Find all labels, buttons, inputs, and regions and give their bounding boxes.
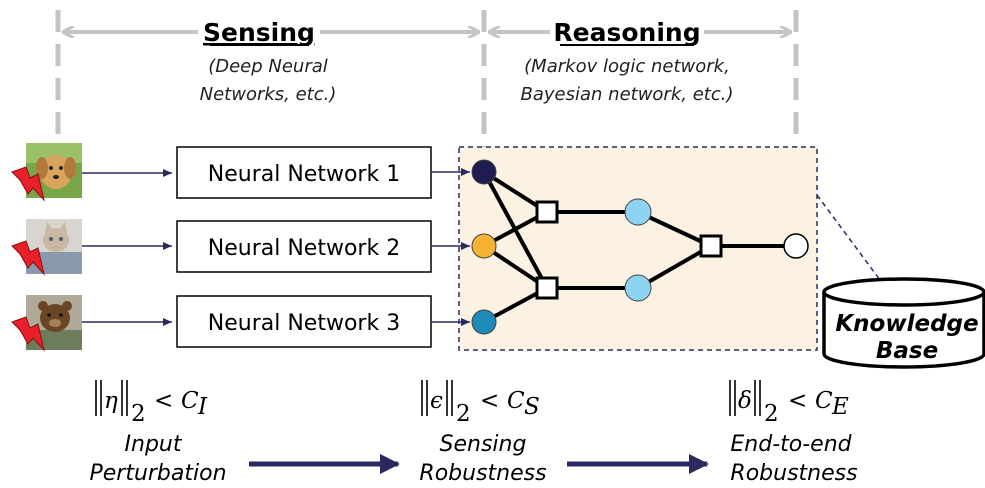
knowledge-base-cylinder: Knowledge Base	[822, 277, 985, 369]
sensing-header: Sensing	[203, 18, 315, 47]
sensing-norm-sub: 2	[456, 401, 471, 427]
e2e-less-than: <	[788, 388, 807, 414]
edge	[637, 244, 712, 290]
reasoning-subtitle-1: (Markov logic network,	[524, 56, 730, 77]
knowledge-base-label-1: Knowledge	[835, 311, 978, 337]
lightning-icon-3	[11, 316, 45, 352]
factor-node	[699, 234, 723, 258]
sensing-robustness-line2: Robustness	[419, 461, 546, 486]
variable-nodes	[471, 159, 809, 335]
e2e-norm-var: δ	[738, 388, 752, 414]
reasoning-header: Reasoning	[553, 18, 700, 47]
sensor-node-3	[471, 309, 497, 335]
sensor-node-1	[471, 159, 497, 185]
e2e-robustness-line2: Robustness	[730, 461, 857, 486]
input-perturbation-line2: Perturbation	[89, 461, 226, 486]
input-perturbation-line1: Input	[125, 432, 183, 457]
input-image-dog	[26, 143, 82, 198]
input-less-than: <	[154, 388, 173, 414]
factor-nodes	[535, 200, 723, 300]
neural-network-box-3: Neural Network 3	[176, 295, 432, 348]
input-norm-sub: 2	[131, 401, 146, 427]
hidden-node-2	[624, 274, 652, 302]
sensing-subtitle-1: (Deep Neural	[208, 56, 328, 77]
sensing-subtitle-2: Networks, etc.)	[200, 84, 337, 105]
lightning-icon-1	[11, 166, 45, 202]
hidden-node-1	[624, 198, 652, 226]
neural-network-label-2: Neural Network 2	[208, 236, 400, 261]
reasoning-panel	[458, 146, 818, 351]
neural-network-box-2: Neural Network 2	[176, 220, 432, 273]
knowledge-base-link	[816, 194, 881, 281]
lightning-icon-2	[11, 240, 45, 276]
input-norm-var: η	[104, 388, 118, 414]
neural-network-label-1: Neural Network 1	[208, 162, 400, 187]
sensing-const-sub: S	[524, 394, 540, 420]
e2e-const: C	[815, 388, 833, 414]
factor-node	[535, 276, 559, 300]
sensing-less-than: <	[480, 388, 499, 414]
sensing-bound-formula: ϵ 2 < C S	[421, 380, 540, 427]
network-to-node-arrows	[431, 168, 470, 326]
sensing-norm-var: ϵ	[430, 388, 443, 414]
input-image-cat	[26, 219, 82, 274]
knowledge-base-label-2: Base	[876, 338, 938, 364]
factor-node	[535, 200, 559, 224]
input-const-sub: I	[197, 394, 208, 420]
e2e-norm-sub: 2	[764, 401, 779, 427]
sensor-node-2	[471, 233, 497, 259]
input-image-bear-cub	[26, 295, 82, 350]
reasoning-subtitle-2: Bayesian network, etc.)	[521, 84, 734, 105]
input-bound-formula: η 2 < C I	[95, 380, 208, 427]
sensing-robustness-line1: Sensing	[440, 432, 527, 457]
sensing-const: C	[507, 388, 525, 414]
e2e-robustness-line1: End-to-end	[730, 432, 852, 457]
e2e-bound-formula: δ 2 < C E	[729, 380, 849, 427]
e2e-const-sub: E	[831, 394, 849, 420]
neural-network-box-1: Neural Network 1	[176, 146, 432, 199]
image-to-network-arrows	[82, 169, 172, 326]
input-const: C	[181, 388, 199, 414]
output-node	[783, 233, 809, 259]
neural-network-label-3: Neural Network 3	[208, 311, 400, 336]
